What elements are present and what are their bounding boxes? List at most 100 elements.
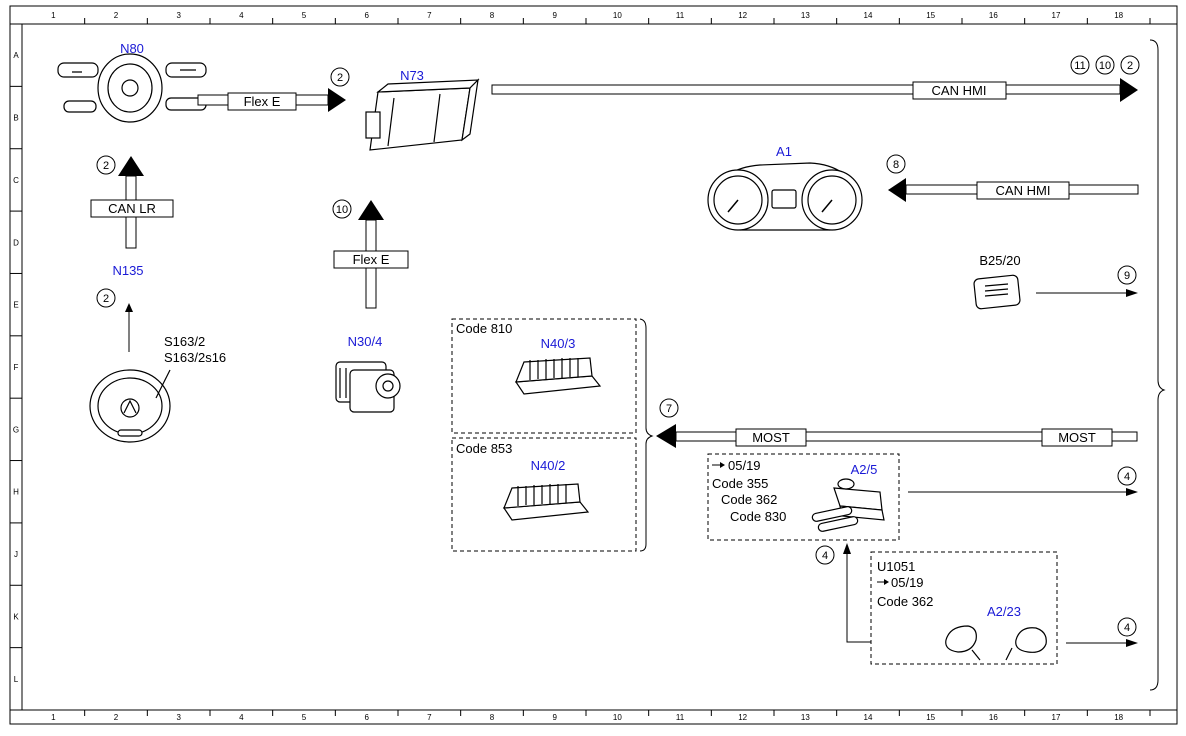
ruler-column-label: 13 <box>801 11 810 20</box>
ref-circle-a1-in: 8 <box>886 154 906 174</box>
code-853-box <box>451 437 637 552</box>
amplifier-brace <box>639 318 654 552</box>
most-label-left: MOST <box>752 430 790 445</box>
n40-2-sound-amplifier <box>502 483 590 521</box>
ruler-column-label: 14 <box>864 713 873 722</box>
flex-e-label-n30: Flex E <box>353 252 390 267</box>
ruler-row-label: B <box>13 114 18 123</box>
n73-ignition-switch-module <box>365 78 480 151</box>
a2-5-label: A2/5 <box>851 462 878 477</box>
b25-20-label: B25/20 <box>979 253 1020 268</box>
ruler-column-label: 1 <box>51 713 56 722</box>
ruler-row-label: J <box>14 550 18 559</box>
ruler-column-label: 7 <box>427 713 432 722</box>
n135-signal-arrow <box>125 303 133 352</box>
b25-20-signal-arrow <box>1036 289 1138 297</box>
u1051-to-a2-5-arrow <box>843 543 871 643</box>
a2-23-label: A2/23 <box>987 604 1021 619</box>
ruler-column-label: 18 <box>1114 11 1123 20</box>
ref-circle-n73-in: 2 <box>330 67 350 87</box>
a2-5-code-355: Code 355 <box>712 476 768 491</box>
code-853-label: Code 853 <box>456 441 512 456</box>
ruler-column-label: 11 <box>676 11 685 20</box>
a2-23-out-arrow <box>1066 639 1138 647</box>
can-hmi-label-top: CAN HMI <box>932 83 987 98</box>
a2-5-out-arrow <box>908 488 1138 496</box>
right-brace <box>1149 39 1166 691</box>
ruler-column-label: 1 <box>51 11 56 20</box>
a2-5-antenna-amplifier <box>811 478 885 532</box>
svg-text:4: 4 <box>1124 471 1130 483</box>
ruler-column-label: 5 <box>302 11 307 20</box>
ruler-columns: 1122334455667788991010111112121313141415… <box>51 11 1151 722</box>
ref-circle-n30-up: 10 <box>332 199 352 219</box>
ref-circle-n135-up: 2 <box>96 288 116 308</box>
most-bus <box>656 424 1138 448</box>
ruler-column-label: 6 <box>364 11 369 20</box>
svg-text:2: 2 <box>103 293 109 305</box>
ruler-column-label: 16 <box>989 11 998 20</box>
ruler-column-label: 3 <box>176 713 181 722</box>
flex-e-bus-n80-n73 <box>197 88 346 112</box>
n135-label: N135 <box>112 263 143 278</box>
ruler-column-label: 7 <box>427 11 432 20</box>
ref-circle-top-2: 2 <box>1120 55 1140 75</box>
svg-text:4: 4 <box>822 550 828 562</box>
svg-text:8: 8 <box>893 159 899 171</box>
ruler-row-label: H <box>13 488 19 497</box>
can-hmi-bus-top <box>491 78 1138 102</box>
ruler-column-label: 17 <box>1052 713 1061 722</box>
ruler-column-label: 4 <box>239 713 244 722</box>
ruler-row-label: G <box>13 425 19 434</box>
ruler-row-label: D <box>13 238 19 247</box>
ruler-column-label: 17 <box>1052 11 1061 20</box>
n30-4-esp-module <box>335 361 401 413</box>
ref-circle-a2-5-out: 4 <box>1117 466 1137 486</box>
ruler-column-label: 3 <box>176 11 181 20</box>
svg-text:11: 11 <box>1074 60 1085 72</box>
ruler-column-label: 16 <box>989 713 998 722</box>
steering-wheel <box>89 369 171 443</box>
ref-circle-top-11: 11 <box>1070 55 1090 75</box>
ruler-column-label: 18 <box>1114 713 1123 722</box>
ruler-row-label: A <box>13 51 19 60</box>
b25-20-sensor <box>973 274 1021 310</box>
ruler-column-label: 6 <box>364 713 369 722</box>
n80-label: N80 <box>120 41 144 56</box>
ref-circle-a2-23-out: 4 <box>1117 617 1137 637</box>
ruler-column-label: 12 <box>738 11 747 20</box>
ruler-column-label: 11 <box>676 713 685 722</box>
s163-2s16-label: S163/2s16 <box>164 350 226 365</box>
n40-3-label: N40/3 <box>541 336 576 351</box>
u1051-date: 05/19 <box>891 575 924 590</box>
svg-text:10: 10 <box>336 204 348 216</box>
ref-circle-b25: 9 <box>1117 265 1137 285</box>
ruler-column-label: 10 <box>613 713 622 722</box>
code-810-label: Code 810 <box>456 321 512 336</box>
ruler-column-label: 9 <box>552 11 557 20</box>
n73-label: N73 <box>400 68 424 83</box>
ruler-column-label: 2 <box>114 11 119 20</box>
svg-text:9: 9 <box>1124 270 1130 282</box>
ruler-column-label: 5 <box>302 713 307 722</box>
s163-2-label: S163/2 <box>164 334 205 349</box>
flex-e-label-top: Flex E <box>244 94 281 109</box>
a2-5-date-arrow-icon <box>712 462 725 468</box>
ruler-column-label: 12 <box>738 713 747 722</box>
svg-text:2: 2 <box>103 160 109 172</box>
ref-circle-top-10: 10 <box>1095 55 1115 75</box>
flex-e-bus-n30 <box>333 200 409 309</box>
n30-4-label: N30/4 <box>348 334 383 349</box>
ruler-row-label: E <box>13 301 18 310</box>
ruler-column-label: 14 <box>864 11 873 20</box>
ref-circle-n40: 7 <box>659 398 679 418</box>
ruler-column-label: 9 <box>552 713 557 722</box>
ruler-row-label: F <box>14 363 19 372</box>
ruler-column-label: 8 <box>490 713 495 722</box>
ruler-column-label: 13 <box>801 713 810 722</box>
ruler-row-label: L <box>14 675 19 684</box>
a2-5-box <box>707 453 900 541</box>
ruler-column-label: 2 <box>114 713 119 722</box>
can-hmi-label-a1: CAN HMI <box>996 183 1051 198</box>
